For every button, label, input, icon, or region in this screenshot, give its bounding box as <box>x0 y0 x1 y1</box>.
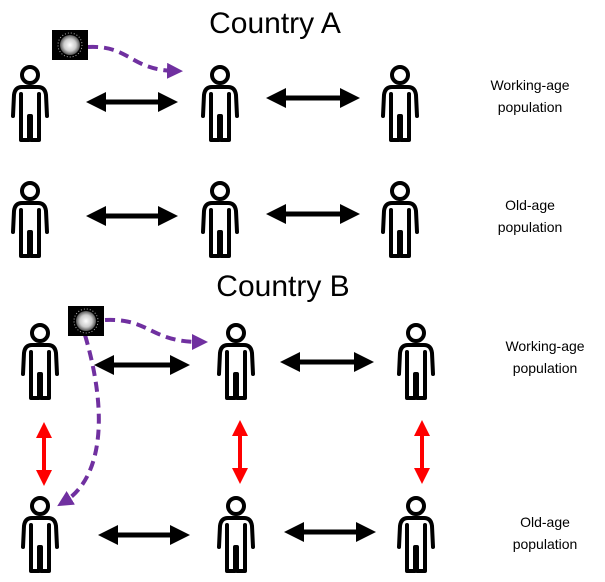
label-a-working-2: population <box>498 99 563 115</box>
infection-arrow <box>57 334 101 507</box>
infection-arrow <box>87 44 183 79</box>
country-a-title: Country A <box>209 7 341 40</box>
person-icon <box>217 323 255 400</box>
person-icon <box>397 323 435 400</box>
label-a-old-2: population <box>498 219 563 235</box>
person-icon <box>11 65 49 142</box>
label-b-old-2: population <box>513 536 578 552</box>
person-icon <box>381 181 419 258</box>
person-icon <box>201 181 239 258</box>
label-b-old-1: Old-age <box>520 514 570 530</box>
person-icon <box>201 65 239 142</box>
label-a-working-1: Working-age <box>490 77 569 93</box>
person-icon <box>381 65 419 142</box>
label-a-old-1: Old-age <box>505 197 555 213</box>
person-icon <box>21 496 59 573</box>
virus-icon <box>51 29 89 61</box>
infection-arrow <box>104 317 208 350</box>
person-icon <box>217 496 255 573</box>
person-icon <box>397 496 435 573</box>
label-b-working-2: population <box>513 360 578 376</box>
virus-icon <box>67 305 105 337</box>
person-icon <box>11 181 49 258</box>
country-b-title: Country B <box>216 270 349 303</box>
label-b-working-1: Working-age <box>505 338 584 354</box>
person-icon <box>21 323 59 400</box>
